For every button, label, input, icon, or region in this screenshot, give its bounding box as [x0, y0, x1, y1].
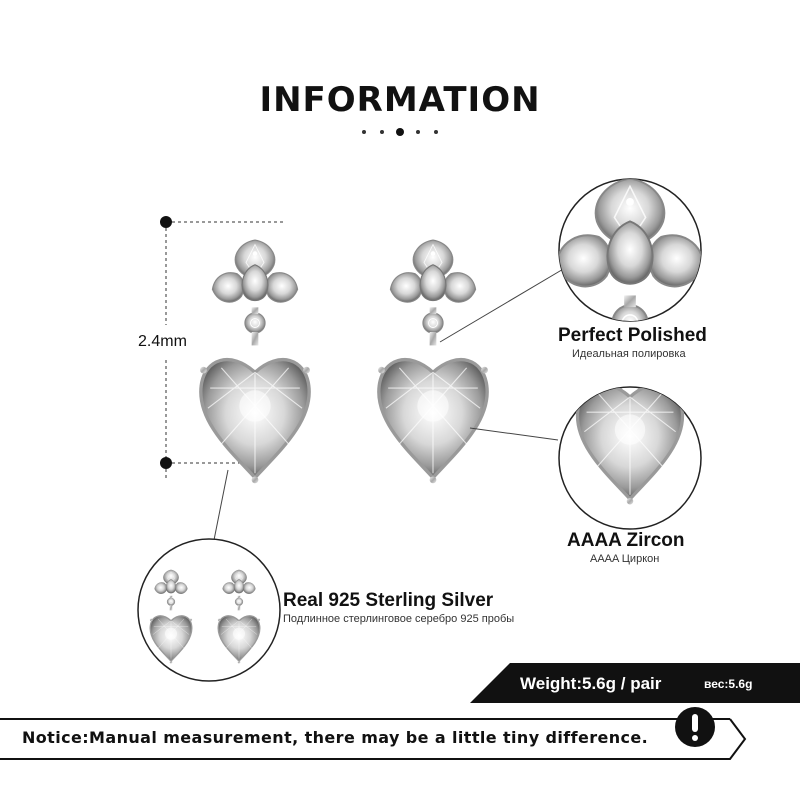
weight-banner	[470, 663, 800, 703]
title-divider-dots	[360, 126, 440, 136]
page-title: INFORMATION	[259, 80, 541, 120]
feature-title-polished: Perfect Polished	[558, 325, 707, 346]
divider-dot	[434, 130, 438, 134]
measurement-label: 2.4mm	[138, 333, 187, 350]
weight-label: Weight:5.6g / pair	[520, 674, 662, 693]
feature-title-zircon: AAAA Zircon	[567, 530, 685, 551]
feature-subtitle-silver: Подлинное стерлинговое серебро 925 пробы	[283, 613, 515, 625]
notice-bar	[0, 718, 747, 760]
detail-circle-zircon	[558, 386, 702, 530]
weight-sub-label: вес:5.6g	[704, 677, 753, 691]
divider-dot	[396, 128, 404, 136]
exclamation-icon	[675, 707, 715, 747]
feature-title-silver: Real 925 Sterling Silver	[283, 590, 494, 611]
detail-circle-silver	[137, 538, 281, 682]
divider-dot	[416, 130, 420, 134]
divider-dot	[380, 130, 384, 134]
detail-circle-polished	[558, 178, 702, 322]
feature-subtitle-polished: Идеальная полировка	[572, 348, 686, 360]
divider-dot	[362, 130, 366, 134]
feature-subtitle-zircon: AAAA Циркон	[590, 553, 660, 565]
notice-text: Notice:Manual measurement, there may be …	[22, 728, 649, 747]
